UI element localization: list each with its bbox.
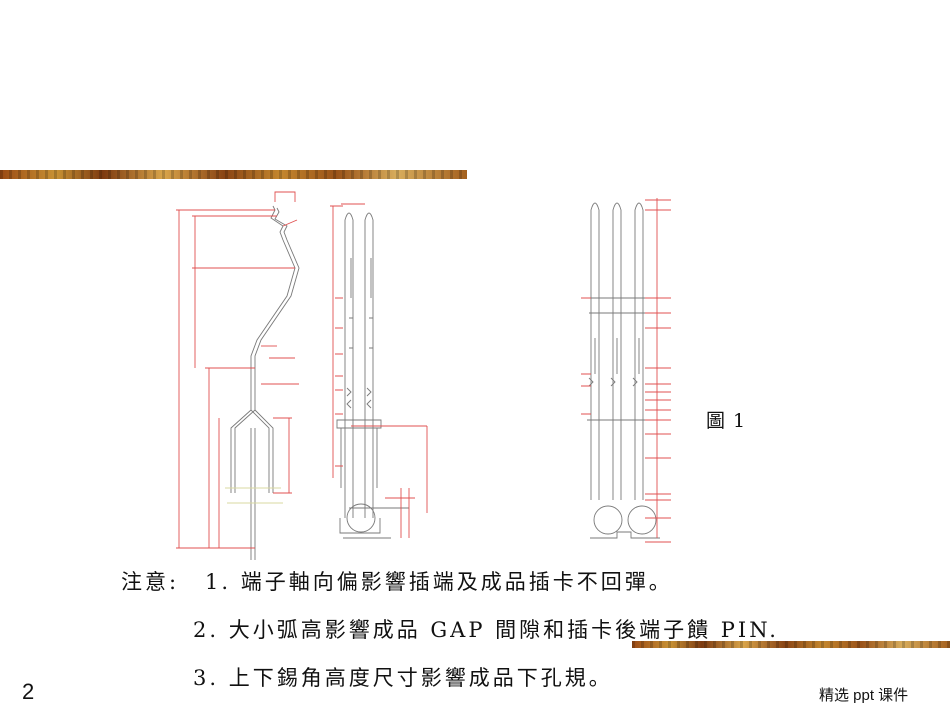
note-item-3: 3. 上下錫角高度尺寸影響成品下孔規。: [193, 666, 613, 690]
three-pin-dimensions: [581, 198, 671, 543]
note-item-1: 1. 端子軸向偏影響插端及成品插卡不回彈。: [205, 570, 673, 594]
note-item-2: 2. 大小弧高影響成品 GAP 間隙和插卡後端子饋 PIN.: [193, 618, 779, 642]
footer-caption: 精选 ppt 课件: [819, 687, 909, 704]
side-profile-dimensions: [176, 191, 299, 549]
decorative-band-top: [0, 170, 467, 179]
decorative-band-bottom: [632, 641, 950, 648]
notes-prefix: 注意:: [121, 570, 180, 594]
page-number: 2: [22, 679, 35, 704]
side-profile-view: [225, 205, 300, 560]
two-pin-view: [336, 212, 409, 539]
three-pin-view: [587, 202, 660, 539]
figure-label: 圖 1: [706, 410, 747, 432]
terminal-engineering-drawing: [176, 191, 671, 560]
two-pin-dimensions: [330, 203, 428, 538]
